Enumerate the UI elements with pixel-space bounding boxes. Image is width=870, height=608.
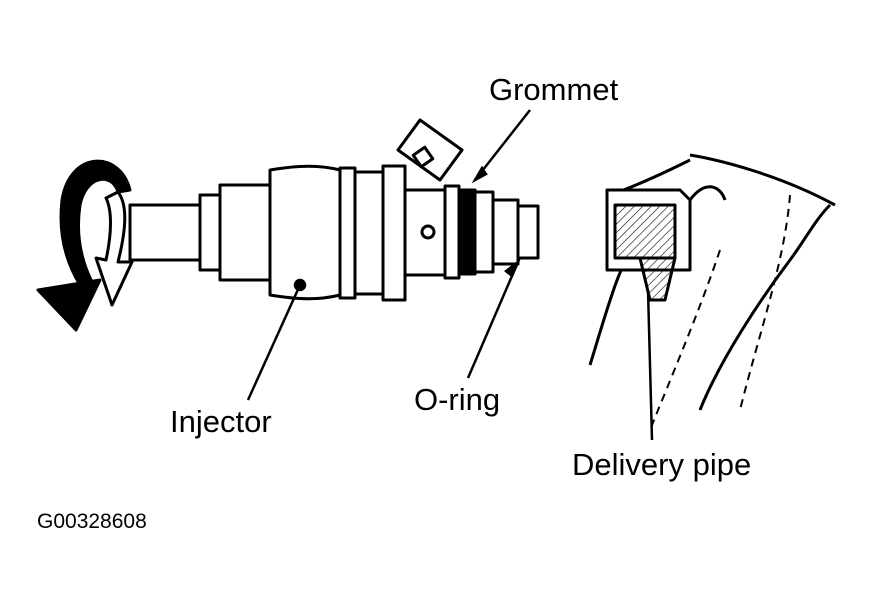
o-ring-leader (466, 261, 520, 379)
leader-lines (246, 109, 654, 441)
injector-body (128, 118, 540, 302)
injector-leader (246, 284, 302, 401)
grommet-arrowhead (471, 165, 488, 184)
o-ring-arrowhead (503, 258, 521, 279)
injector-label: Injector (170, 404, 272, 439)
delivery-pipe-label: Delivery pipe (572, 447, 752, 482)
figure-id: G00328608 (37, 510, 147, 533)
delivery-pipe (588, 153, 836, 431)
rotation-arrow-icon (36, 159, 134, 332)
grommet-leader (474, 109, 531, 181)
injector-dot (293, 278, 307, 292)
grommet-label: Grommet (489, 72, 619, 107)
delivery-pipe-leader (646, 289, 654, 441)
o-ring-label: O-ring (414, 382, 501, 417)
